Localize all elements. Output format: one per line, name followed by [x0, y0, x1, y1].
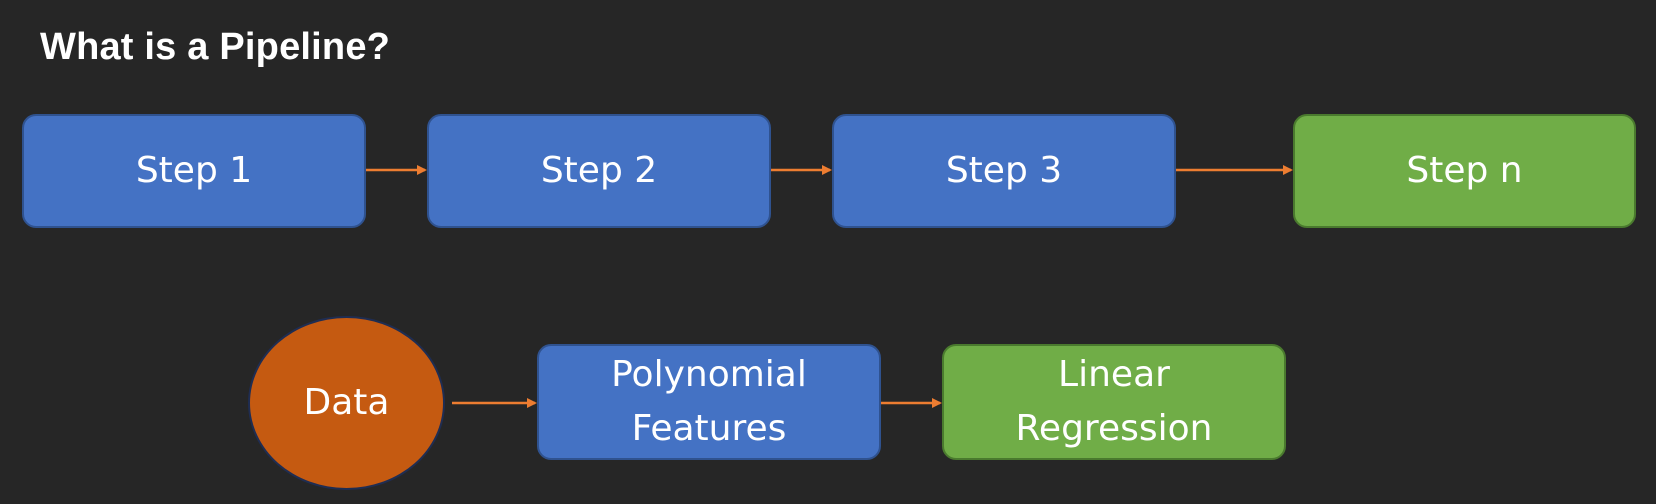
step-n-box: Step n	[1293, 114, 1636, 228]
polynomial-features-box: Polynomial Features	[537, 344, 881, 460]
step-2-box: Step 2	[427, 114, 771, 228]
step-3-box: Step 3	[832, 114, 1176, 228]
polynomial-features-line-2: Features	[631, 408, 787, 449]
step-1-box: Step 1	[22, 114, 366, 228]
step-1-label: Step 1	[135, 150, 253, 191]
data-label: Data	[303, 382, 390, 423]
linear-regression-line-1: Linear	[1058, 354, 1170, 395]
polynomial-features-line-1: Polynomial	[611, 354, 807, 395]
step-2-label: Step 2	[540, 150, 658, 191]
data-node: Data	[248, 316, 445, 490]
linear-regression-box: Linear Regression	[942, 344, 1286, 460]
page-title: What is a Pipeline?	[40, 26, 391, 68]
linear-regression-line-2: Regression	[1015, 408, 1213, 449]
step-n-label: Step n	[1406, 150, 1523, 191]
step-3-label: Step 3	[945, 150, 1063, 191]
